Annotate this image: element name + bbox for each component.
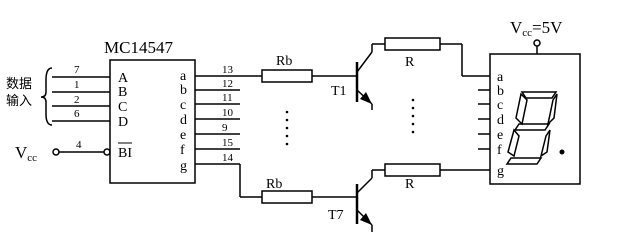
vcc-right-label: Vcc=5V xyxy=(510,18,563,39)
pin-number-out-g: 14 xyxy=(222,152,234,164)
pin-number-bi: 4 xyxy=(76,139,82,151)
chip-out-f: f xyxy=(180,143,185,158)
chip-body xyxy=(109,59,196,184)
display-label-b: b xyxy=(497,84,504,99)
chip-pin-b: B xyxy=(118,85,127,100)
vcc-right-sub: cc xyxy=(522,27,532,39)
t7-emitter-arrow xyxy=(360,213,372,225)
resistor-rb-bottom xyxy=(261,190,313,204)
display-label-g: g xyxy=(497,164,504,179)
decimal-point xyxy=(559,149,565,155)
vcc-left-sub: cc xyxy=(27,152,37,164)
pin-number-a: 7 xyxy=(74,64,80,76)
resistor-rb-top xyxy=(261,69,313,83)
display-label-d: d xyxy=(497,113,504,128)
display-label-a: a xyxy=(497,70,504,85)
t7-label: T7 xyxy=(328,208,344,223)
t1-emitter-arrow xyxy=(360,92,372,104)
pin-number-out-e: 9 xyxy=(222,122,228,134)
r-bottom-label: R xyxy=(405,177,415,192)
digit-graphic xyxy=(505,91,558,165)
pin-number-out-a: 13 xyxy=(222,64,234,76)
pin-number-c: 2 xyxy=(74,94,80,106)
pin-number-out-d: 10 xyxy=(222,107,234,119)
display-label-f: f xyxy=(497,143,502,158)
chip-out-d: d xyxy=(180,113,187,128)
resistor-r-top xyxy=(384,37,441,51)
data-input-label-line1: 数据 xyxy=(6,76,32,91)
chip-pin-d: D xyxy=(118,115,128,130)
r-top-label: R xyxy=(405,55,415,70)
vcc-right-terminal xyxy=(533,39,541,47)
chip-out-e: e xyxy=(180,128,186,143)
resistor-r-bottom xyxy=(384,163,441,177)
chip-out-b: b xyxy=(180,83,187,98)
rb-bottom-label: Rb xyxy=(266,177,282,192)
t1-label: T1 xyxy=(331,84,347,99)
chip-pin-a: A xyxy=(118,71,129,86)
t1-upper-lead xyxy=(356,51,373,73)
vcc-right-value: =5V xyxy=(532,18,563,37)
chip-out-g: g xyxy=(180,159,187,174)
data-input-label-line2: 输入 xyxy=(6,93,32,108)
vcc-right-main: V xyxy=(510,18,523,37)
input-brace xyxy=(40,67,53,126)
ellipsis-left xyxy=(285,110,289,146)
display-label-c: c xyxy=(497,98,503,113)
chip-out-c: c xyxy=(180,98,186,113)
rb-top-label: Rb xyxy=(276,54,292,69)
chip-pin-bi: BI xyxy=(118,146,132,161)
chip-name: MC14547 xyxy=(104,38,173,57)
vcc-left-terminal xyxy=(52,148,60,156)
chip-out-a: a xyxy=(180,69,187,84)
vcc-left-main: V xyxy=(15,143,28,162)
bi-inversion-bubble xyxy=(103,148,111,156)
pin-number-b: 1 xyxy=(74,79,80,91)
t7-upper-lead xyxy=(356,177,373,194)
pin-number-out-b: 12 xyxy=(222,78,233,90)
ellipsis-right xyxy=(411,98,415,134)
display-label-e: e xyxy=(497,128,503,143)
pin-number-d: 6 xyxy=(74,108,80,120)
chip-pin-c: C xyxy=(118,100,127,115)
pin-number-out-c: 11 xyxy=(222,92,233,104)
vcc-left-label: Vcc xyxy=(15,143,37,164)
pin-number-out-f: 15 xyxy=(222,137,234,149)
